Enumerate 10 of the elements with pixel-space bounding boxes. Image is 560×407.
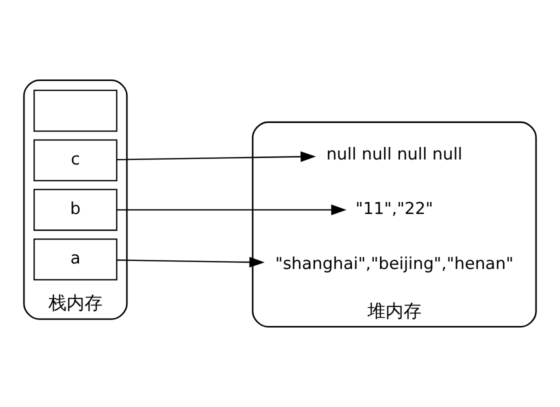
- arrow: [116, 151, 316, 162]
- node-text: "11","22": [356, 199, 434, 218]
- node-box: a: [34, 238, 118, 280]
- arrow: [116, 256, 265, 268]
- node-text: null null null null: [326, 144, 462, 164]
- arrow: [116, 204, 346, 216]
- node-box: c: [34, 139, 118, 182]
- node-text: "shanghai","beijing","henan": [275, 254, 514, 273]
- node-box: [34, 90, 118, 132]
- node-box: b: [34, 188, 118, 231]
